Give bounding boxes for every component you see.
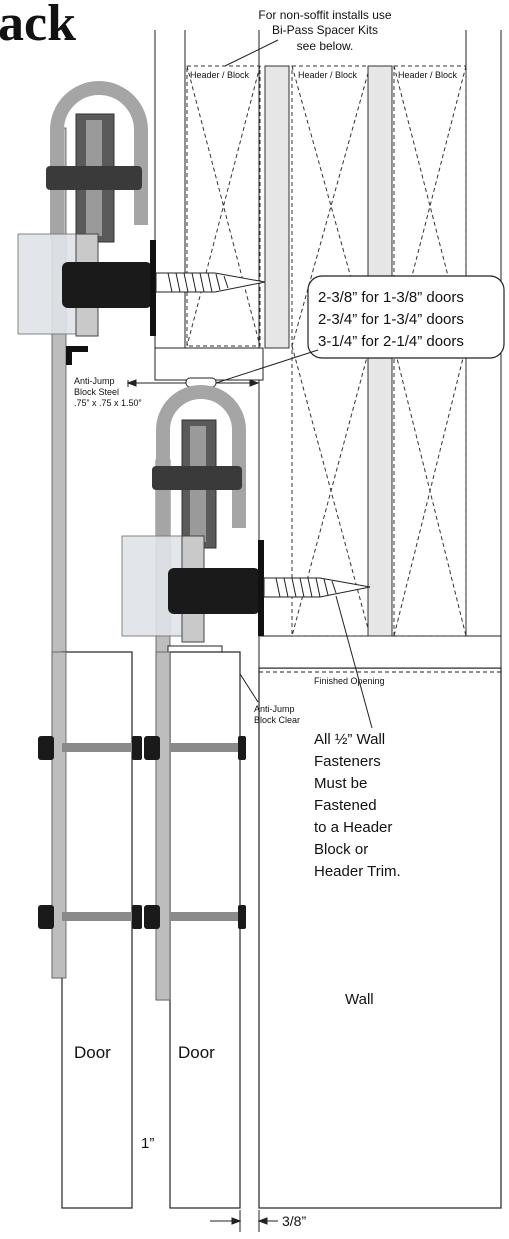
front-standoff bbox=[168, 568, 260, 614]
rear-standoff bbox=[62, 262, 152, 308]
door-bolts bbox=[38, 736, 246, 929]
anti-jump-steel-label-1: Anti-Jump bbox=[74, 376, 115, 386]
spacer-callout-box bbox=[307, 275, 505, 359]
spacer-callout-line-1: 2-3/8” for 1-3/8” doors bbox=[318, 289, 464, 306]
front-door bbox=[169, 651, 241, 1209]
spacer-callout-leader bbox=[215, 349, 319, 384]
anti-jump-clear-label-2: Block Clear bbox=[254, 715, 300, 725]
wall bbox=[258, 667, 502, 1209]
spacer-callout-line-2: 2-3/4” for 1-3/4” doors bbox=[318, 311, 464, 328]
fastener-note-line-4: Fastened bbox=[314, 797, 377, 814]
front-axle-bolt bbox=[152, 466, 242, 490]
header-note-line-3: see below. bbox=[297, 39, 354, 53]
spacer-callout-line-3: 3-1/4” for 2-1/4” doors bbox=[318, 333, 464, 350]
fastener-note-line-6: Block or bbox=[314, 841, 368, 858]
header-note-leader bbox=[224, 39, 279, 67]
anti-jump-steel-block bbox=[66, 346, 88, 365]
header-block-label-1: Header / Block bbox=[190, 70, 250, 80]
fastener-note-line-7: Header Trim. bbox=[314, 863, 401, 880]
fastener-note-line-2: Fasteners bbox=[314, 753, 381, 770]
rear-lag-screw bbox=[155, 272, 266, 293]
rear-axle-bolt bbox=[46, 166, 142, 190]
rear-roller-guard bbox=[50, 81, 148, 240]
front-roller-guard bbox=[156, 385, 246, 540]
offset-dimension bbox=[210, 1210, 278, 1232]
fastener-note-line-5: to a Header bbox=[314, 819, 392, 836]
rear-door-label: Door bbox=[74, 1043, 111, 1062]
anti-jump-steel-label-3: .75” x .75 x 1.50” bbox=[74, 398, 142, 408]
title-fragment: ack bbox=[0, 0, 76, 52]
finished-opening-label: Finished Opening bbox=[314, 676, 385, 686]
anti-jump-clear-label-1: Anti-Jump bbox=[254, 704, 295, 714]
front-lag-screw bbox=[263, 577, 371, 598]
front-door-label: Door bbox=[178, 1043, 215, 1062]
offset-label: 3/8” bbox=[282, 1213, 306, 1229]
wall-framing bbox=[154, 30, 502, 669]
header-block-label-2: Header / Block bbox=[298, 70, 358, 80]
fastener-note-leader bbox=[335, 595, 373, 729]
stud-column-1 bbox=[264, 65, 290, 349]
header-note-line-2: Bi-Pass Spacer Kits bbox=[272, 23, 378, 37]
header-note-line-1: For non-soffit installs use bbox=[258, 8, 391, 22]
fastener-note-line-1: All ½” Wall bbox=[314, 731, 385, 748]
header-block-label-3: Header / Block bbox=[398, 70, 458, 80]
fastener-note-line-3: Must be bbox=[314, 775, 367, 792]
anti-jump-steel-label-2: Block Steel bbox=[74, 387, 119, 397]
door-gap-label: 1” bbox=[141, 1135, 154, 1152]
rear-door bbox=[61, 651, 133, 1209]
wall-label: Wall bbox=[345, 991, 374, 1008]
